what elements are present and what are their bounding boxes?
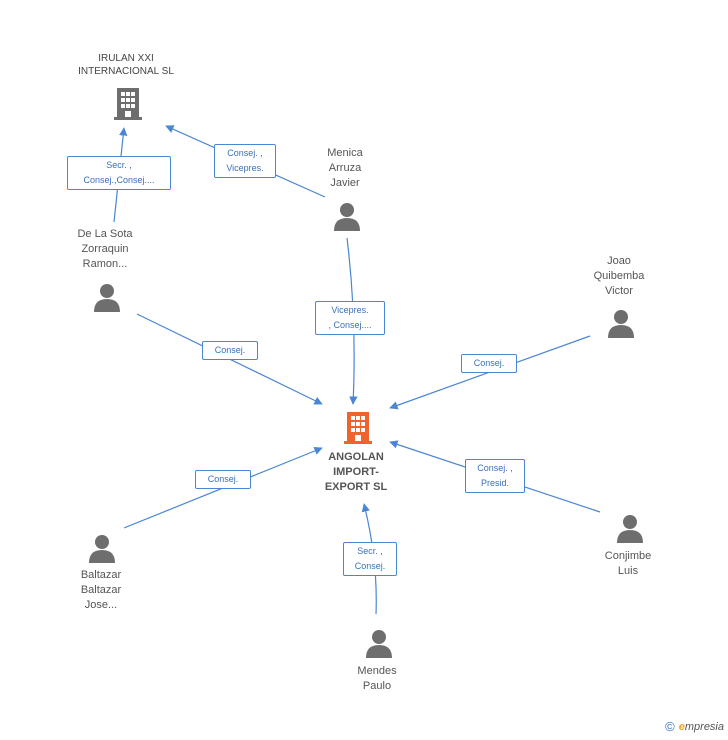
baltazar-person-icon[interactable] bbox=[88, 533, 116, 563]
delasota-name[interactable]: De La Sota Zorraquin Ramon... bbox=[77, 228, 133, 270]
brand-logo[interactable]: empresia bbox=[678, 720, 724, 733]
edge-label-joao-center: Consej. bbox=[461, 354, 517, 373]
menica-name[interactable]: Menica Arruza Javier bbox=[327, 147, 363, 189]
edge-label-menica-irulan: Consej. , Vicepres. bbox=[214, 144, 276, 178]
center-company-name[interactable]: ANGOLAN IMPORT- EXPORT SL bbox=[324, 451, 388, 493]
center-company-building-icon[interactable] bbox=[342, 410, 374, 444]
baltazar-name[interactable]: Baltazar Baltazar Jose... bbox=[80, 569, 122, 611]
conjimbe-person-icon[interactable] bbox=[616, 513, 644, 543]
menica-person-icon[interactable] bbox=[333, 201, 361, 231]
edge-label-baltazar-center: Consej. bbox=[195, 470, 251, 489]
mendes-name[interactable]: Mendes Paulo bbox=[357, 665, 397, 692]
irulan-company-building-icon[interactable] bbox=[112, 86, 144, 120]
joao-person-icon[interactable] bbox=[607, 308, 635, 338]
edge-label-delasota-center: Consej. bbox=[202, 341, 258, 360]
footer-brand: © empresia bbox=[665, 719, 724, 734]
delasota-person-icon[interactable] bbox=[93, 282, 121, 312]
irulan-company-name[interactable]: IRULAN XXI INTERNACIONAL SL bbox=[78, 53, 174, 77]
edge-label-conjimbe-center: Consej. , Presid. bbox=[465, 459, 525, 493]
edge-label-menica-center: Vicepres. , Consej.... bbox=[315, 301, 385, 335]
mendes-person-icon[interactable] bbox=[365, 628, 393, 658]
edge-label-mendes-center: Secr. , Consej. bbox=[343, 542, 397, 576]
conjimbe-name[interactable]: Conjimbe Luis bbox=[604, 550, 652, 577]
joao-name[interactable]: Joao Quibemba Victor bbox=[593, 255, 645, 297]
copyright-icon: © bbox=[665, 719, 675, 734]
edge-label-delasota-irulan: Secr. , Consej.,Consej.... bbox=[67, 156, 171, 190]
